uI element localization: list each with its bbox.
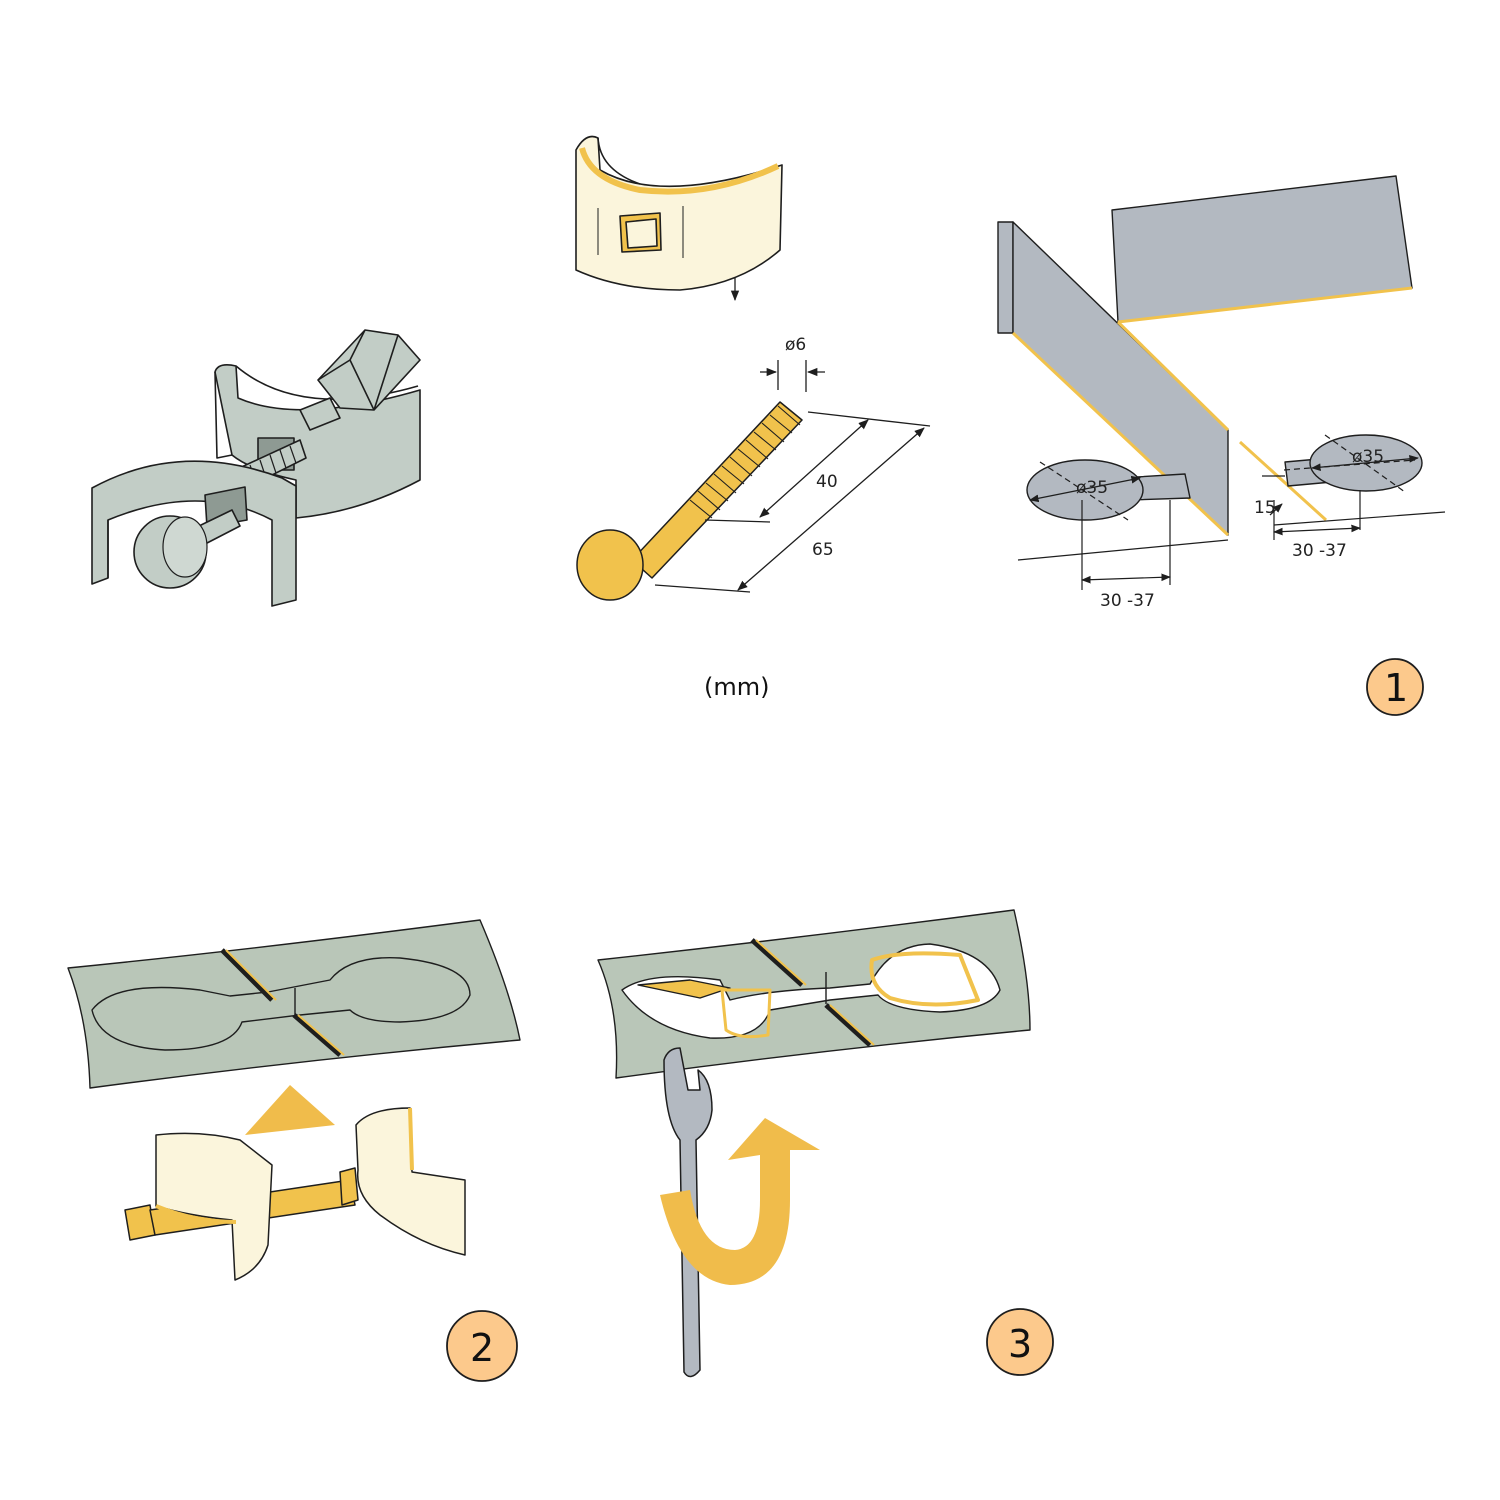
panel-layout (997, 175, 1423, 537)
clamp-fitting-icon (91, 329, 421, 607)
cap-piece-icon (575, 135, 783, 302)
rotate-arrow-icon (660, 1118, 820, 1285)
step-2-number: 2 (470, 1326, 494, 1370)
unit-label: (mm) (704, 673, 769, 701)
right-distance-label: 30 -37 (1292, 541, 1347, 561)
right-hole-diameter-label: ø35 (1352, 447, 1384, 467)
bolt-total-length-label: 65 (812, 540, 834, 560)
step-3-number: 3 (1008, 1322, 1032, 1366)
worktop-step-3 (597, 909, 1031, 1079)
clamp-assembly-brass-icon (124, 1107, 466, 1281)
bolt-thread-length-label: 40 (816, 472, 838, 492)
step-1-number: 1 (1384, 666, 1408, 710)
bolt-dimension-lines (654, 360, 931, 593)
step-3-badge: 3 (986, 1308, 1054, 1376)
left-distance-label: 30 -37 (1100, 591, 1155, 611)
offset-label: 15 (1254, 498, 1276, 518)
left-hole-diameter-label: ø35 (1076, 478, 1108, 498)
panel-dimension-lines (1017, 434, 1446, 590)
step-1-badge: 1 (1366, 658, 1424, 716)
bolt-diameter-label: ø6 (785, 335, 806, 355)
push-arrow-icon (245, 1085, 335, 1135)
step-2-badge: 2 (446, 1310, 518, 1382)
bolt-icon (576, 401, 803, 601)
worktop-step-2 (67, 919, 521, 1089)
